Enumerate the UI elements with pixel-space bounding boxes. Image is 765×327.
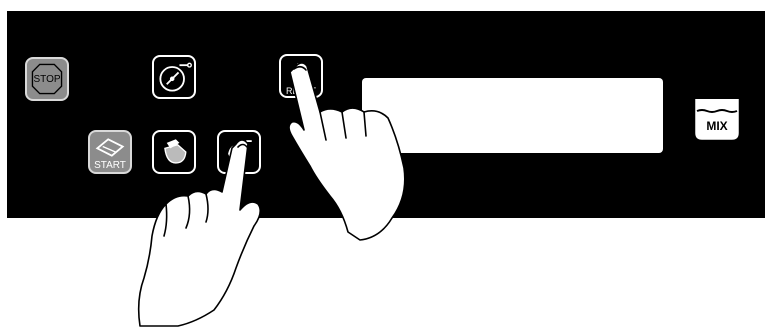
display-screen [362,78,663,153]
stop-button[interactable]: STOP [25,57,69,101]
mix-indicator: MIX [692,97,742,143]
start-button-label: START [90,160,130,171]
timer-button[interactable] [152,55,196,99]
mix-label: MIX [692,119,742,133]
reset-button-label: RESET [281,86,321,96]
beater-button[interactable] [217,130,261,174]
reset-button[interactable]: RESET [279,54,323,98]
mixer-bowl-button[interactable] [152,130,196,174]
beater-icon [219,132,259,172]
start-button[interactable]: START [88,130,132,174]
timer-key-icon [154,57,194,97]
mixer-bowl-icon [154,132,194,172]
stop-button-label: STOP [27,74,67,85]
